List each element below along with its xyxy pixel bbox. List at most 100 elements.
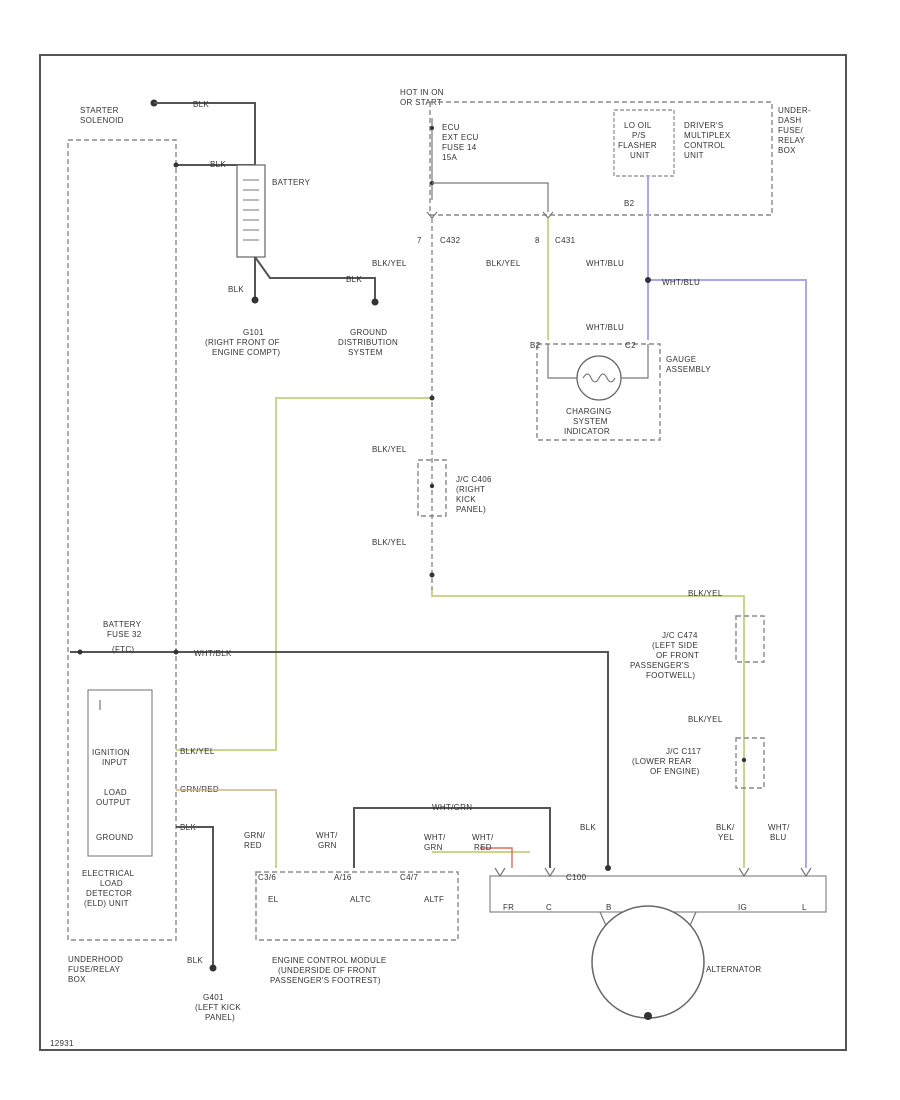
battery-label: BATTERY (272, 178, 311, 187)
wht-blu-label-2: WHT/BLU (662, 278, 700, 287)
under-dash-fuse-relay-box (430, 101, 773, 216)
fuse-end-dot (430, 126, 434, 130)
battery-symbol (236, 164, 266, 258)
ecm-altc-label: ALTC (350, 895, 371, 904)
junction-dot (605, 865, 611, 871)
alt-pin-b: B (606, 903, 612, 912)
blk-yel-label-4: BLK/YEL (372, 538, 407, 547)
lamp-filament (582, 373, 616, 383)
blk-yel-label-6: BLK/YEL (688, 715, 723, 724)
ground-label: GROUND (96, 833, 133, 842)
alternator-ground (644, 1012, 652, 1020)
blk-batt-label: BLK (228, 285, 244, 294)
wht-red-label: WHT/RED (472, 833, 494, 852)
wht-grn-top-label: WHT/GRN (432, 803, 472, 812)
gauge-assembly-box (536, 343, 661, 441)
alternator-connector (489, 875, 827, 913)
electrical-load-detector-unit (87, 689, 153, 857)
c406-junction (417, 459, 447, 517)
junction-dot (173, 162, 179, 168)
wht-blu-to-alternator-wire (648, 279, 807, 868)
ecm-label: ENGINE CONTROL MODULE(UNDERSIDE OF FRONT… (270, 956, 386, 985)
g401-ground-terminal (209, 964, 217, 972)
wht-blu-label-3: WHT/BLU (586, 323, 624, 332)
wht-grn-altc-wire (353, 807, 551, 868)
c474-junction (735, 615, 765, 663)
wht-blu-label-1: WHT/BLU (586, 259, 624, 268)
lo-oil-flasher-unit (613, 109, 675, 177)
pin8-label: 8 (535, 236, 540, 245)
c100-label: C100 (566, 873, 587, 882)
blk-yel-label-1: BLK/YEL (372, 259, 407, 268)
alt-pin-marker (738, 867, 750, 878)
blk-yel-to-alternator-wire (431, 590, 745, 868)
gauge-internal-wire (547, 344, 577, 379)
blk-wire-label-1: BLK (193, 100, 209, 109)
wht-blu-alt-label: WHT/BLU (768, 823, 790, 842)
ecu-to-c431-wire (432, 182, 549, 212)
battery-to-ground-dist-wire (254, 256, 376, 302)
blk-yel-label-3: BLK/YEL (372, 445, 407, 454)
blk-yel-label-2: BLK/YEL (486, 259, 521, 268)
alt-pin-ig: IG (738, 903, 747, 912)
alt-pin-marker (800, 867, 812, 878)
blk-yel-label-5: BLK/YEL (688, 589, 723, 598)
pin-b2-label: B2 (624, 199, 635, 208)
ecm-el-label: EL (268, 895, 279, 904)
gauge-internal-wire (621, 344, 649, 379)
alt-pin-fr: FR (503, 903, 514, 912)
engine-control-module-box (255, 871, 459, 941)
battery-fuse-32-to-alternator-wire (70, 651, 609, 868)
pin7-label: 7 (417, 236, 422, 245)
g101-ground-terminal (251, 296, 259, 304)
junction-dot (77, 649, 83, 655)
wht-red-altf-wire (480, 847, 513, 868)
junction-dot (645, 277, 651, 283)
blk-wire-label-2: BLK (210, 160, 226, 169)
blk-alt-label: BLK (580, 823, 596, 832)
alt-pin-marker (494, 867, 506, 878)
ecm-pin-3: C4/7 (400, 873, 418, 882)
alt-pin-c: C (546, 903, 552, 912)
junction-dot (429, 483, 435, 489)
figure-id: 12931 (50, 1039, 74, 1048)
junction-dot (429, 395, 435, 401)
alternator-label: ALTERNATOR (706, 965, 761, 974)
ecm-pin-1: C3/6 (258, 873, 276, 882)
ground-dist-terminal (371, 298, 379, 306)
alternator-symbol (591, 905, 705, 1019)
alt-pin-marker (544, 867, 556, 878)
c2-conn-label: C2 (625, 341, 636, 350)
wht-grn-label-1: WHT/GRN (316, 831, 338, 850)
alt-pin-l: L (802, 903, 807, 912)
junction-dot (741, 757, 747, 763)
wht-blk-label: WHT/BLK (194, 649, 232, 658)
blk-gnd-label: BLK (346, 275, 362, 284)
ecm-altf-label: ALTF (424, 895, 444, 904)
wht-grn-label-2: WHT/GRN (424, 833, 446, 852)
blk-yel-to-eld-wire (176, 397, 432, 751)
blk-g401-label: BLK (187, 956, 203, 965)
blk-yel-alt-label: BLK/YEL (716, 823, 735, 842)
fuse-amp-label: (FTC) (112, 645, 134, 654)
diagram-frame (39, 54, 847, 1051)
